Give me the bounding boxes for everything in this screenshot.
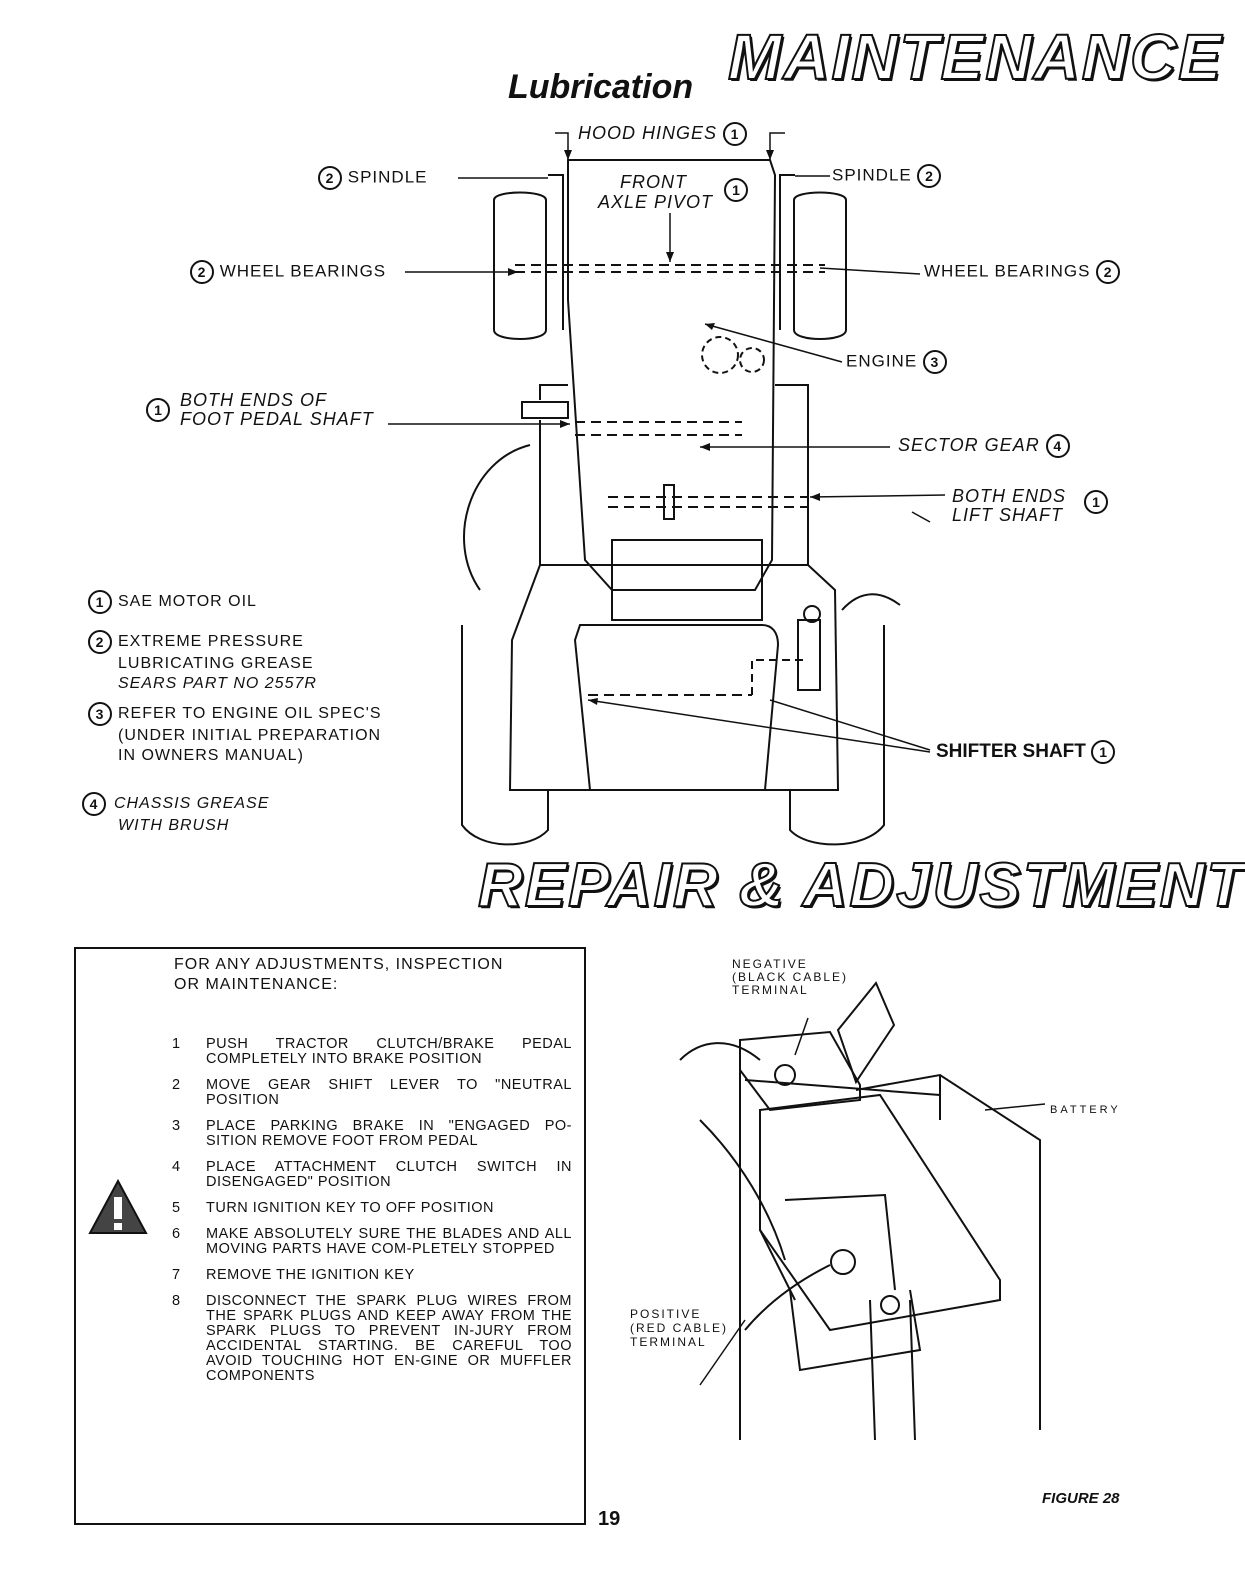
wheel-bearings-right-callout: WHEEL BEARINGS 2 (924, 260, 1121, 284)
warning-triangle-icon (88, 1179, 148, 1234)
safety-instructions-box: FOR ANY ADJUSTMENTS, INSPECTION OR MAINT… (74, 947, 586, 1525)
front-axle-pivot-line2: AXLE PIVOT (598, 192, 714, 212)
foot-pedal-line1: BOTH ENDS OF (180, 390, 328, 410)
front-axle-pivot-code: 1 (724, 178, 748, 202)
wheel-bearings-left-callout: 2 WHEEL BEARINGS (190, 260, 386, 284)
figure-caption: FIGURE 28 (1042, 1490, 1120, 1507)
page-number: 19 (598, 1508, 621, 1530)
battery-label: BATTERY (1050, 1104, 1121, 1116)
spindle-right-callout: SPINDLE 2 (832, 164, 942, 188)
foot-pedal-line2: FOOT PEDAL SHAFT (180, 409, 374, 429)
spindle-left-callout: 2 SPINDLE (318, 166, 427, 190)
lift-shaft-code: 1 (1084, 490, 1108, 514)
repair-adjustment-title: REPAIR & ADJUSTMENT (477, 850, 1245, 921)
sector-gear-callout: SECTOR GEAR 4 (898, 434, 1070, 458)
negative-terminal-label: NEGATIVE (BLACK CABLE) TERMINAL (732, 957, 849, 997)
instructions-heading: FOR ANY ADJUSTMENTS, INSPECTION OR MAINT… (174, 956, 504, 993)
hood-hinges-callout: HOOD HINGES 1 (578, 122, 748, 146)
foot-pedal-code: 1 (146, 398, 170, 422)
lift-shaft-line1: BOTH ENDS (952, 486, 1067, 506)
shifter-shaft-callout: SHIFTER SHAFT 1 (936, 740, 1116, 764)
front-axle-pivot-line1: FRONT (620, 172, 687, 192)
maintenance-title: MAINTENANCE (727, 20, 1223, 94)
lift-shaft-line2: LIFT SHAFT (952, 505, 1064, 525)
engine-callout: ENGINE 3 (846, 350, 947, 374)
positive-terminal-label: POSITIVE (RED CABLE) TERMINAL (630, 1307, 729, 1349)
lubrication-subtitle: Lubrication (508, 68, 694, 106)
